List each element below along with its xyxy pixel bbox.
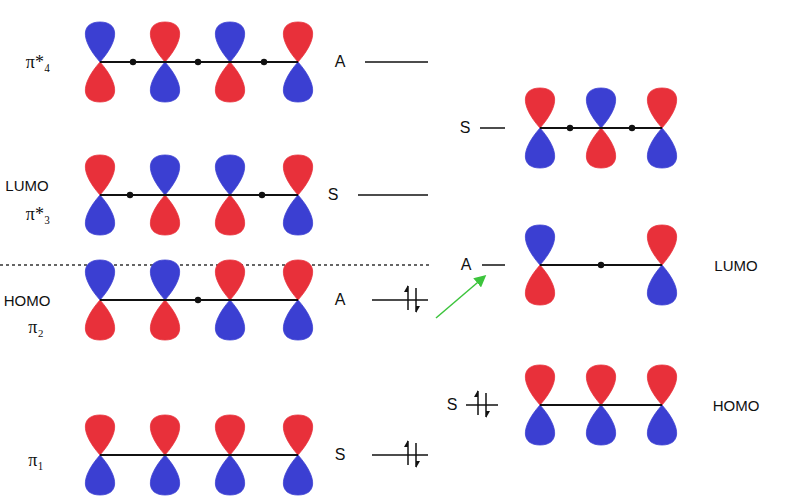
node-dot — [130, 59, 136, 65]
energy-level — [372, 299, 428, 301]
interaction-arrow — [436, 277, 484, 318]
p-lobe — [586, 405, 615, 445]
electron-up — [474, 390, 478, 397]
orbital-name: π₁ — [28, 451, 43, 469]
p-lobe — [215, 155, 244, 195]
electron-down — [416, 461, 420, 468]
p-lobe — [150, 455, 179, 495]
frontier-divider — [0, 264, 432, 265]
symmetry-label: S — [328, 187, 339, 203]
p-lobe — [150, 155, 179, 195]
electron-down — [486, 411, 490, 418]
frontier-label: LUMO — [714, 258, 757, 273]
p-lobe — [586, 365, 615, 405]
p-lobe — [150, 260, 179, 300]
orbital-name: π*₃ — [26, 205, 50, 223]
p-lobe — [283, 62, 312, 102]
p-lobe — [85, 62, 114, 102]
p-lobe — [525, 265, 554, 305]
p-lobe — [215, 22, 244, 62]
p-lobe — [150, 300, 179, 340]
p-lobe — [215, 455, 244, 495]
p-lobe — [647, 128, 676, 168]
node-dot — [598, 262, 604, 268]
p-lobe — [525, 225, 554, 265]
sigma-axis — [540, 404, 662, 406]
p-lobe — [647, 225, 676, 265]
p-lobe — [150, 62, 179, 102]
energy-level — [358, 194, 428, 196]
p-lobe — [85, 22, 114, 62]
p-lobe — [215, 62, 244, 102]
p-lobe — [647, 265, 676, 305]
p-lobe — [525, 365, 554, 405]
p-lobe — [85, 260, 114, 300]
frontier-label: HOMO — [713, 398, 760, 413]
node-dot — [261, 59, 267, 65]
symmetry-label: A — [335, 292, 346, 308]
p-lobe — [85, 300, 114, 340]
energy-level — [480, 127, 505, 129]
energy-level — [372, 454, 428, 456]
symmetry-label: S — [335, 447, 346, 463]
p-lobe — [525, 88, 554, 128]
p-lobe — [85, 195, 114, 235]
p-lobe — [525, 405, 554, 445]
p-lobe — [586, 88, 615, 128]
frontier-label: HOMO — [4, 293, 51, 308]
p-lobe — [150, 415, 179, 455]
p-lobe — [647, 88, 676, 128]
p-lobe — [525, 128, 554, 168]
p-lobe — [85, 455, 114, 495]
electron-up — [404, 285, 408, 292]
symmetry-label: A — [335, 54, 346, 70]
p-lobe — [85, 415, 114, 455]
node-dot — [127, 192, 133, 198]
p-lobe — [215, 415, 244, 455]
p-lobe — [283, 195, 312, 235]
p-lobe — [215, 195, 244, 235]
symmetry-label: A — [461, 257, 472, 273]
p-lobe — [283, 455, 312, 495]
p-lobe — [283, 415, 312, 455]
sigma-axis — [540, 127, 662, 129]
p-lobe — [215, 300, 244, 340]
symmetry-label: S — [447, 397, 458, 413]
energy-level — [482, 264, 505, 266]
node-dot — [629, 125, 635, 131]
p-lobe — [215, 260, 244, 300]
node-dot — [195, 297, 201, 303]
node-dot — [259, 192, 265, 198]
orbital-name: π₂ — [28, 318, 43, 336]
node-dot — [195, 59, 201, 65]
p-lobe — [150, 195, 179, 235]
p-lobe — [283, 300, 312, 340]
p-lobe — [283, 260, 312, 300]
electron-down — [416, 306, 420, 313]
frontier-label: LUMO — [5, 178, 48, 193]
energy-level — [365, 61, 428, 63]
orbital-name: π*₄ — [26, 53, 50, 71]
electron-up — [404, 440, 408, 447]
p-lobe — [283, 22, 312, 62]
energy-level — [466, 404, 498, 406]
p-lobe — [85, 155, 114, 195]
symmetry-label: S — [460, 120, 471, 136]
node-dot — [567, 125, 573, 131]
p-lobe — [150, 22, 179, 62]
p-lobe — [647, 365, 676, 405]
p-lobe — [647, 405, 676, 445]
p-lobe — [283, 155, 312, 195]
p-lobe — [586, 128, 615, 168]
sigma-axis — [100, 454, 298, 456]
